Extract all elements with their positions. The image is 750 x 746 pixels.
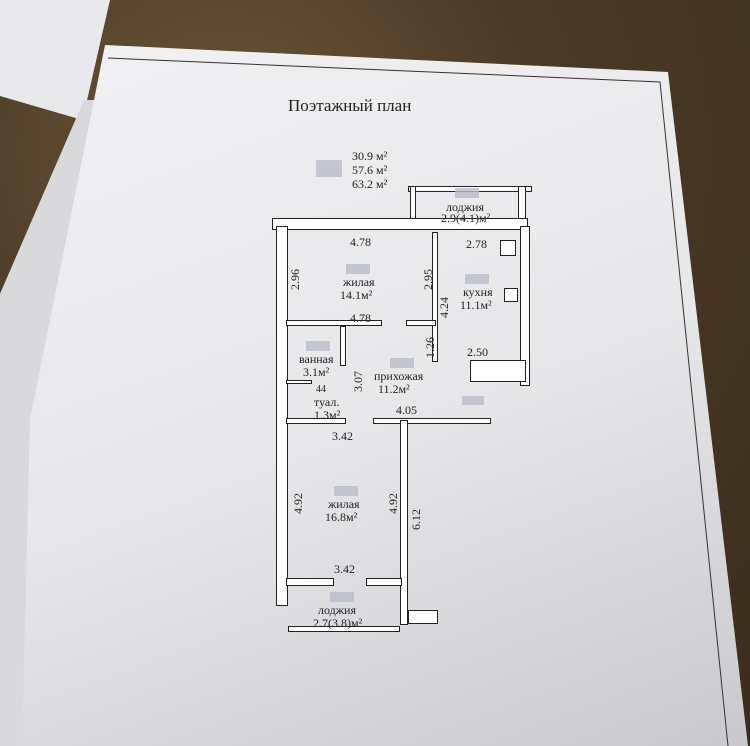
room-name-living-1: жилая [343,275,375,289]
dimension: 2.96 [288,269,302,290]
dimension: 3.07 [351,371,365,392]
room-area-toilet: 1.3м² [314,408,341,422]
dimension: 4.05 [396,403,417,417]
dimension: 3.42 [334,562,355,576]
redacted-label [462,396,484,405]
wall [406,320,436,326]
room-area-bath: 3.1м² [303,365,330,379]
wall [340,326,346,366]
redacted-label [346,264,370,274]
wall [286,320,382,326]
area-total-2: 57.6 м² [352,163,388,177]
sink-icon [504,288,518,302]
dimension: 4.78 [350,311,371,325]
room-name-hall: прихожая [374,369,424,383]
redacted-label [306,341,330,351]
dimension: 3.42 [332,429,353,443]
redacted-label [390,358,414,368]
room-name-loggia-top: лоджия [446,200,484,214]
dimension: 1.26 [423,337,437,358]
dimension: 2.95 [421,269,435,290]
wall [408,610,438,624]
stove-icon [500,240,516,256]
dimension: 4.78 [350,235,371,249]
room-area-loggia-top: 2.9(4.1)м² [441,211,491,225]
dimension: 2.78 [466,237,487,251]
room-number-toilet: 44 [316,384,326,395]
redacted-label [455,188,479,198]
room-area-hall: 11.2м² [378,382,410,396]
room-name-kitchen: кухня [463,285,493,299]
exterior-wall-left [276,226,288,606]
page-title: Поэтажный план [288,96,412,115]
area-total-1: 30.9 м² [352,149,388,163]
wall [400,420,408,625]
room-name-bath: ванная [299,352,334,366]
dimension: 4.24 [437,297,451,318]
wall [288,626,400,632]
exterior-wall-top [272,218,528,230]
room-area-living-1: 14.1м² [340,288,373,302]
exterior-wall-right [520,226,530,386]
wall [366,578,402,586]
dimension: 6.12 [409,509,423,530]
redacted-label [334,486,358,496]
wall [286,578,334,586]
wall [373,418,491,424]
room-area-loggia-bottom: 2.7(3.8)м² [313,616,363,630]
room-name-toilet: туал. [314,395,340,409]
wall [410,186,416,222]
redacted-label [316,160,342,177]
room-area-living-2: 16.8м² [325,510,358,524]
room-area-kitchen: 11.1м² [460,298,492,312]
area-total-3: 63.2 м² [352,177,388,191]
wall [432,232,438,362]
redacted-label [330,592,354,602]
room-name-loggia-bottom: лоджия [318,603,356,617]
dimension: 4.92 [291,493,305,514]
redacted-label [465,274,489,284]
room-name-living-2: жилая [328,497,360,511]
niche [470,360,526,382]
dimension: 2.50 [467,345,488,359]
wall [286,418,346,424]
wall [286,380,312,384]
dimension: 4.92 [386,493,400,514]
